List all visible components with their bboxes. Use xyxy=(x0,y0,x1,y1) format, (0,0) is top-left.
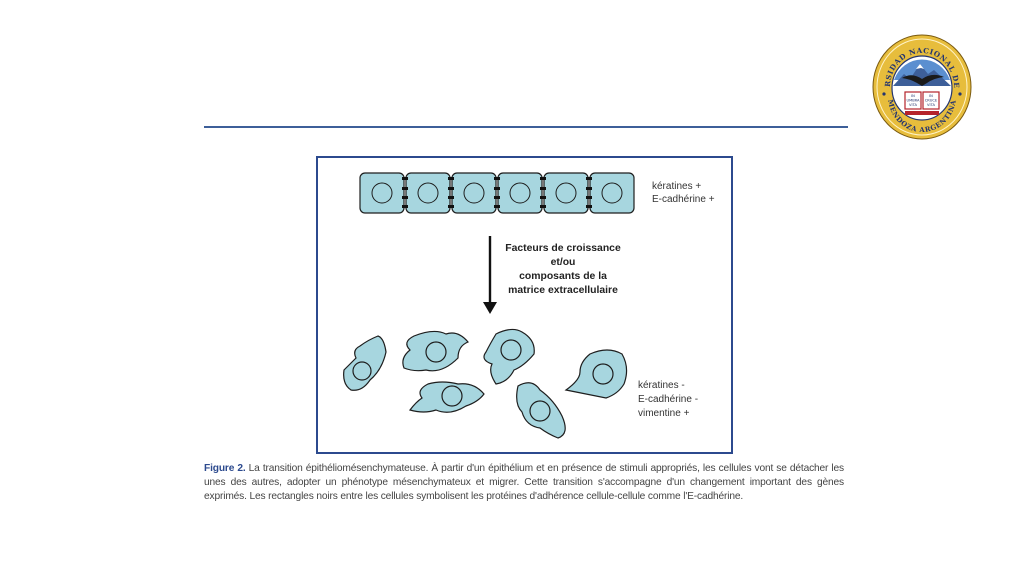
label-e-cadherine-negative: E-cadhérine - xyxy=(638,394,698,405)
nucleus xyxy=(601,182,623,204)
label-vimentine-positive: vimentine + xyxy=(638,408,690,419)
nucleus xyxy=(529,400,551,422)
condor-icon xyxy=(902,74,944,86)
adhesion-junction xyxy=(540,205,546,208)
adhesion-junction xyxy=(586,205,592,208)
down-arrow-icon xyxy=(483,236,497,314)
adhesion-junction xyxy=(494,205,500,208)
emt-diagram: kératines + E-cadhérine + Facteurs de cr… xyxy=(343,172,715,439)
nucleus xyxy=(555,182,577,204)
label-keratines-positive: kératines + xyxy=(652,181,701,192)
adhesion-junction xyxy=(494,196,500,199)
epithelial-cell-layer xyxy=(359,172,635,214)
arrow-label-line-3: composants de la xyxy=(519,271,607,282)
label-keratines-negative: kératines - xyxy=(638,380,685,391)
label-e-cadherine-positive: E-cadhérine + xyxy=(652,194,715,205)
figure-caption: Figure 2. La transition épithéliomésench… xyxy=(204,462,844,504)
nucleus xyxy=(463,182,485,204)
adhesion-junction xyxy=(448,196,454,199)
adhesion-junction xyxy=(448,205,454,208)
arrow-label-line-4: matrice extracellulaire xyxy=(508,285,618,296)
nucleus xyxy=(500,339,522,361)
adhesion-junction xyxy=(586,196,592,199)
nucleus xyxy=(371,182,393,204)
adhesion-junction xyxy=(586,177,592,180)
adhesion-junction xyxy=(540,196,546,199)
figure-label: Figure 2. xyxy=(204,463,246,474)
adhesion-junction xyxy=(402,205,408,208)
adhesion-junction xyxy=(494,177,500,180)
arrow-label-line-2: et/ou xyxy=(551,257,576,268)
arrow-label-line-1: Facteurs de croissance xyxy=(505,243,621,254)
nucleus xyxy=(417,182,439,204)
adhesion-junction xyxy=(402,177,408,180)
adhesion-junction xyxy=(402,187,408,190)
adhesion-junction xyxy=(540,187,546,190)
title-divider-line xyxy=(204,126,848,128)
nucleus xyxy=(425,341,447,363)
nucleus xyxy=(592,363,614,385)
nucleus xyxy=(352,361,372,381)
adhesion-junction xyxy=(494,187,500,190)
figure-caption-text: La transition épithéliomésenchymateuse. … xyxy=(204,463,844,502)
adhesion-junction xyxy=(448,187,454,190)
nucleus xyxy=(441,385,463,407)
adhesion-junction xyxy=(448,177,454,180)
university-seal-logo: UNIVERSIDAD NACIONAL DE CUYO MENDOZA ARG… xyxy=(868,27,972,140)
adhesion-junction xyxy=(540,177,546,180)
adhesion-junction xyxy=(402,196,408,199)
mesenchymal-cells xyxy=(343,328,628,439)
nucleus xyxy=(509,182,531,204)
figure-diagram-frame: kératines + E-cadhérine + Facteurs de cr… xyxy=(316,156,733,454)
adhesion-junction xyxy=(586,187,592,190)
